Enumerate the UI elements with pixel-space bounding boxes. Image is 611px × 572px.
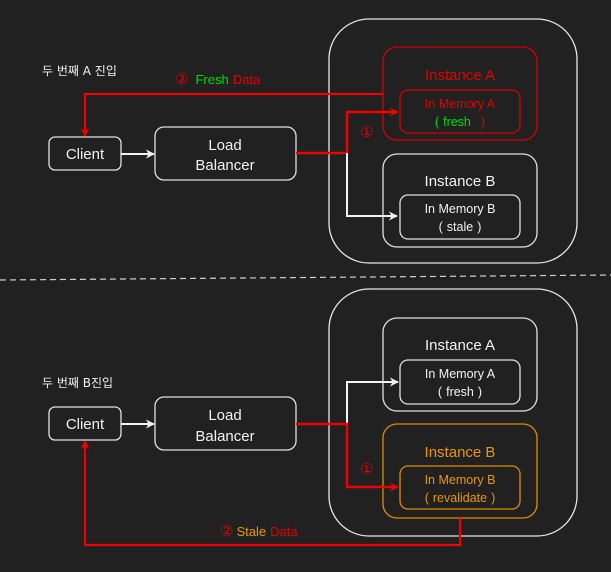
state-close-paren: )	[491, 491, 495, 505]
step-2-marker: ②	[175, 70, 188, 88]
state-value-stale: stale	[447, 220, 473, 234]
in-memory-b-box[interactable]	[399, 194, 521, 240]
step-2-suffix: Data	[233, 72, 261, 87]
section-divider	[0, 274, 611, 281]
state-close-paren: )	[481, 115, 485, 129]
step-1-marker: ①	[360, 123, 373, 141]
step-1-marker: ①	[360, 460, 373, 478]
state-open-paren: (	[425, 491, 430, 505]
step-2-marker: ②	[220, 522, 233, 540]
in-memory-a-state: (fresh)	[438, 385, 482, 399]
state-open-paren: (	[439, 220, 444, 234]
in-memory-a-box[interactable]	[399, 359, 521, 405]
scenario-a-second-entry: 두 번째 A 진입 Instance A In Memory A (fresh)…	[42, 18, 578, 264]
state-close-paren: )	[477, 220, 481, 234]
state-close-paren: )	[478, 385, 482, 399]
lb-to-instance-b-arrow	[346, 153, 398, 221]
client-label: Client	[66, 416, 105, 433]
fresh-data-return-arrow	[80, 92, 383, 137]
load-balancer-label-line1: Load	[208, 407, 241, 424]
step-2-suffix: Data	[270, 524, 298, 539]
step-2-label: ② Fresh Data	[175, 70, 261, 88]
instance-b-title: Instance B	[425, 173, 496, 190]
load-balancer-label-line1: Load	[208, 137, 241, 154]
state-value-fresh: fresh	[446, 385, 474, 399]
lb-to-instance-a-arrow	[346, 377, 399, 424]
step-2-status: Fresh	[195, 72, 228, 87]
in-memory-b-state: (revalidate)	[425, 491, 496, 505]
in-memory-b-state: (stale)	[439, 220, 482, 234]
instance-b-title: Instance B	[425, 444, 496, 461]
scenario-caption: 두 번째 B진입	[42, 376, 113, 390]
server-group-container	[328, 288, 578, 537]
load-balancer-label-line2: Balancer	[195, 157, 254, 174]
load-balancer-label-line2: Balancer	[195, 428, 254, 445]
in-memory-b-title: In Memory B	[425, 473, 496, 487]
client-label: Client	[66, 146, 105, 163]
in-memory-b-title: In Memory B	[425, 202, 496, 216]
in-memory-a-title: In Memory A	[425, 97, 496, 111]
in-memory-a-box[interactable]	[399, 89, 521, 134]
lb-to-instance-a-arrow	[296, 107, 399, 155]
state-value-fresh: fresh	[443, 115, 471, 129]
instance-a-title: Instance A	[425, 337, 495, 354]
in-memory-a-title: In Memory A	[425, 367, 496, 381]
in-memory-a-state: (fresh)	[435, 115, 485, 129]
stale-data-return-arrow	[80, 440, 462, 547]
state-open-paren: (	[435, 115, 440, 129]
step-2-status: Stale	[236, 524, 266, 539]
state-open-paren: (	[438, 385, 443, 399]
instance-a-title: Instance A	[425, 67, 495, 84]
scenario-b-second-entry: 두 번째 B진입 Instance A In Memory A (fresh) …	[42, 288, 578, 547]
in-memory-b-box[interactable]	[399, 465, 521, 510]
scenario-caption: 두 번째 A 진입	[42, 64, 117, 78]
lb-to-instance-b-arrow	[296, 422, 399, 492]
server-group-container	[328, 18, 578, 264]
state-value-revalidate: revalidate	[433, 491, 487, 505]
